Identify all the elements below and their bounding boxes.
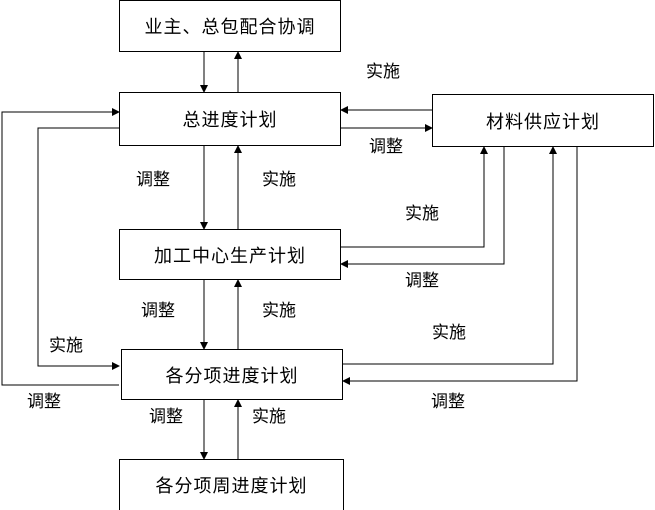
node-master-schedule-label: 总进度计划: [182, 110, 278, 131]
node-machining-center-label: 加工中心生产计划: [154, 245, 306, 267]
label-implement-machining-material: 实施: [405, 204, 439, 224]
label-adjust-machining-sub: 调整: [141, 301, 175, 321]
node-material-supply: 材料供应计划: [432, 94, 654, 147]
label-adjust-material-machining: 调整: [405, 271, 439, 291]
label-adjust-material-sub: 调整: [431, 392, 465, 412]
label-adjust-sub-master: 调整: [27, 392, 61, 412]
label-implement-weekly-sub: 实施: [252, 407, 286, 427]
arrow-sub-to-material: [343, 146, 557, 365]
label-implement-master-owner: 实施: [366, 62, 400, 82]
arrow-material-to-machining: [340, 147, 505, 268]
node-weekly-schedule: 各分项周进度计划: [119, 459, 344, 510]
label-adjust-master-material: 调整: [369, 137, 403, 157]
node-owner-coordination: 业主、总包配合协调: [119, 0, 341, 52]
label-implement-sub-material: 实施: [432, 323, 466, 343]
arrow-material-to-sub: [342, 147, 578, 385]
node-sub-schedule-label: 各分项进度计划: [165, 365, 299, 387]
node-weekly-schedule-label: 各分项周进度计划: [155, 476, 308, 497]
arrow-sub-to-master: [1, 108, 120, 386]
label-implement-master-sub: 实施: [49, 336, 83, 356]
node-sub-schedule: 各分项进度计划: [121, 349, 343, 400]
arrow-machining-to-material: [341, 146, 488, 248]
label-implement-machining-master: 实施: [262, 170, 296, 190]
label-adjust-sub-weekly: 调整: [149, 407, 183, 427]
node-material-supply-label: 材料供应计划: [486, 111, 600, 133]
node-machining-center: 加工中心生产计划: [119, 229, 341, 280]
node-master-schedule: 总进度计划: [119, 92, 341, 146]
node-owner-coordination-label: 业主、总包配合协调: [144, 17, 316, 38]
label-implement-sub-machining: 实施: [262, 301, 296, 321]
arrow-master-to-sub: [37, 127, 120, 370]
label-adjust-master-machining: 调整: [136, 170, 170, 190]
